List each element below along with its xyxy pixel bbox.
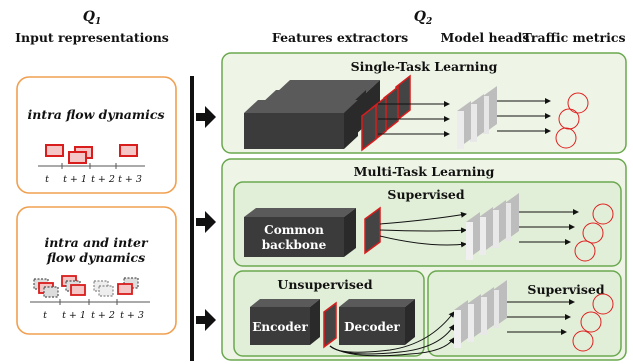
supervised-subpanel: Supervised Common backbone: [233, 181, 622, 267]
decoder-block: Decoder: [339, 299, 415, 345]
latent-red-layer: [323, 301, 337, 349]
unsupervised-subpanel: Unsupervised Encoder Decoder: [233, 270, 425, 357]
packet-t: [45, 144, 64, 157]
encoder-block: Encoder: [250, 299, 320, 345]
packet-t3: [119, 144, 138, 157]
metric-circle: [572, 330, 594, 352]
metric-circle: [574, 240, 596, 262]
backbone-red-layer: [364, 206, 381, 255]
decoder-label: Decoder: [344, 320, 400, 334]
supervised-right-title: Supervised: [527, 282, 604, 297]
backbone-label-1: Common: [264, 223, 324, 237]
intra-flow-box: intra flow dynamics t t + 1 t + 2 t + 3: [16, 76, 177, 194]
model-heads-heading: Model heads: [441, 30, 530, 45]
tick2-t2: t + 2: [91, 310, 115, 321]
metric-circle: [580, 311, 602, 333]
metric-circle: [582, 222, 604, 244]
input-representations-heading: Input representations: [15, 30, 169, 45]
single-task-panel: Single-Task Learning: [221, 52, 627, 154]
metric-circle: [592, 293, 614, 315]
arrow-multi-unsupervised: [196, 309, 216, 331]
intra-flow-title: intra flow dynamics: [28, 107, 165, 122]
common-backbone-block: Common backbone: [244, 208, 356, 257]
metric-circle: [567, 92, 589, 114]
q2-label: Q2: [414, 9, 432, 27]
intra-inter-title-line2: flow dynamics: [46, 250, 145, 265]
multi-task-panel: Multi-Task Learning Supervised Common ba…: [221, 158, 627, 361]
tick-t: t: [45, 174, 49, 185]
model-heads-supervised: [466, 193, 519, 260]
metric-circle: [555, 127, 577, 149]
unsupervised-title: Unsupervised: [277, 277, 372, 292]
supervised-right-subpanel: Supervised: [329, 270, 622, 357]
encoder-label: Encoder: [252, 320, 308, 334]
q1-label: Q1: [83, 9, 101, 27]
tick-t1: t + 1: [63, 174, 87, 185]
model-heads-unsupervised: [454, 280, 507, 348]
single-task-title: Single-Task Learning: [351, 59, 498, 74]
tick-t3: t + 3: [118, 174, 142, 185]
model-heads-single: [457, 86, 497, 149]
arrow-single-task: [196, 106, 216, 128]
metric-circle: [592, 203, 614, 225]
intra-inter-title-line1: intra and inter: [44, 235, 148, 250]
multi-task-title: Multi-Task Learning: [354, 164, 495, 179]
tick2-t1: t + 1: [62, 310, 86, 321]
tick2-t3: t + 3: [120, 310, 144, 321]
arrow-multi-supervised: [196, 211, 216, 233]
packet-t1-b: [68, 151, 87, 164]
feature-extractor-stack: [244, 80, 380, 149]
backbone-label-2: backbone: [262, 238, 327, 252]
metric-circle: [558, 108, 580, 130]
intra-inter-flow-box: intra and inter flow dynamics t t + 1 t …: [16, 206, 177, 335]
red-feature-maps: [361, 74, 411, 152]
supervised-title: Supervised: [387, 187, 464, 202]
separator-bar: [190, 76, 194, 361]
traffic-metrics-heading: Traffic metrics: [523, 30, 626, 45]
tick2-t: t: [43, 310, 47, 321]
features-extractors-heading: Features extractors: [272, 30, 408, 45]
tick-t2: t + 2: [91, 174, 115, 185]
